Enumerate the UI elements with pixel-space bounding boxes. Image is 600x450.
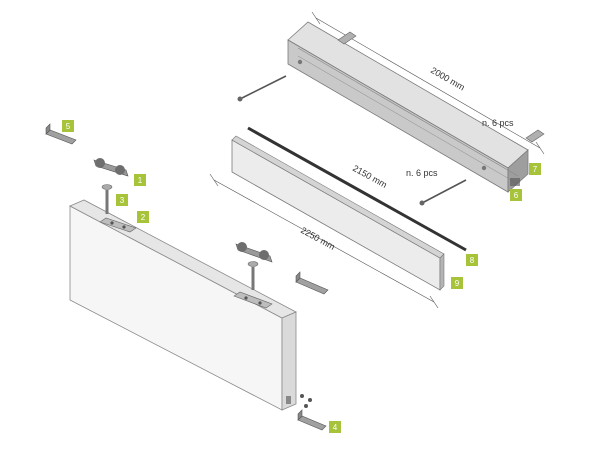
wall-anchors <box>337 31 545 143</box>
adjusting-bolt-right <box>247 261 259 290</box>
fascia-cover <box>231 135 445 291</box>
cover-length-label: 2150 mm <box>351 163 389 190</box>
callout-8: 8 <box>466 254 478 266</box>
svg-text:8: 8 <box>470 256 475 265</box>
svg-text:5: 5 <box>66 122 71 131</box>
svg-text:6: 6 <box>514 191 519 200</box>
mounting-plate-left <box>99 217 137 233</box>
svg-text:7: 7 <box>533 165 538 174</box>
screw-count-mid: n. 6 pcs <box>406 168 438 178</box>
callout-7: 7 <box>529 163 541 175</box>
brush-seal-strip <box>247 126 467 252</box>
callout-3: 3 <box>116 194 128 206</box>
floor-guide <box>297 394 327 431</box>
panel-width-label: 2250 mm <box>299 225 337 252</box>
long-screws <box>237 75 467 206</box>
carriage-roller-left <box>93 158 129 177</box>
track-rail <box>287 21 529 193</box>
mounting-plate-right <box>233 291 273 309</box>
rail-length-label: 2000 mm <box>429 65 467 92</box>
svg-text:2: 2 <box>141 213 146 222</box>
callout-9: 9 <box>451 277 463 289</box>
callout-1: 1 <box>134 174 146 186</box>
callout-4: 4 <box>329 421 341 433</box>
svg-text:9: 9 <box>455 279 460 288</box>
svg-text:1: 1 <box>138 176 143 185</box>
callout-2: 2 <box>137 211 149 223</box>
callout-6: 6 <box>510 189 522 201</box>
end-stop-middle <box>295 271 329 295</box>
screw-count-top: n. 6 pcs <box>482 118 514 128</box>
callout-5: 5 <box>62 120 74 132</box>
svg-text:3: 3 <box>120 196 125 205</box>
carriage-roller-right <box>235 242 273 263</box>
adjusting-bolt-left <box>101 184 113 214</box>
svg-text:4: 4 <box>333 423 338 432</box>
end-stop-top <box>45 123 77 145</box>
